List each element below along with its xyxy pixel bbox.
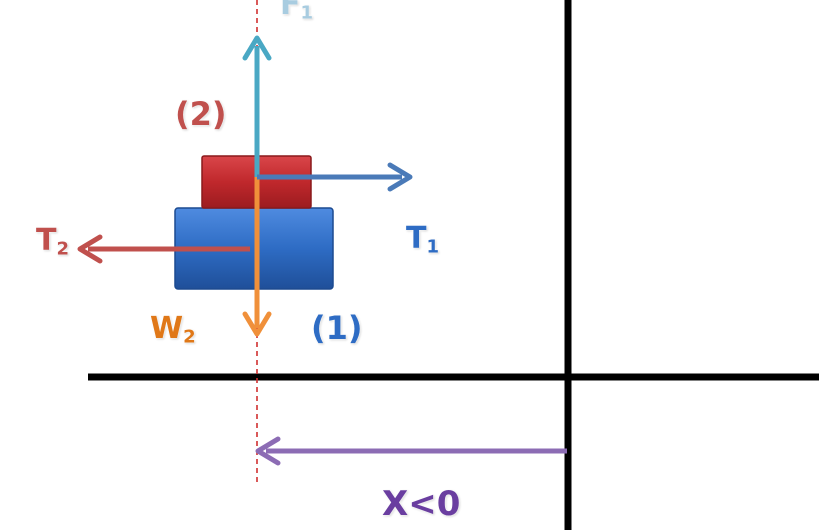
- position-label: X<0: [382, 484, 461, 524]
- position-arrow: [255, 436, 567, 466]
- tension-right-arrow: [257, 162, 413, 192]
- tension-left-arrow: [77, 234, 250, 264]
- force-up-label: F1: [280, 0, 314, 24]
- tension-right-label: T1: [406, 221, 439, 258]
- body-top-label: (2): [175, 95, 227, 133]
- body-bottom-label: (1): [311, 309, 363, 347]
- weight-arrow: [242, 177, 272, 337]
- weight-label: W2: [150, 311, 196, 348]
- tension-left-label: T2: [36, 223, 69, 260]
- force-up-arrow: [242, 35, 272, 177]
